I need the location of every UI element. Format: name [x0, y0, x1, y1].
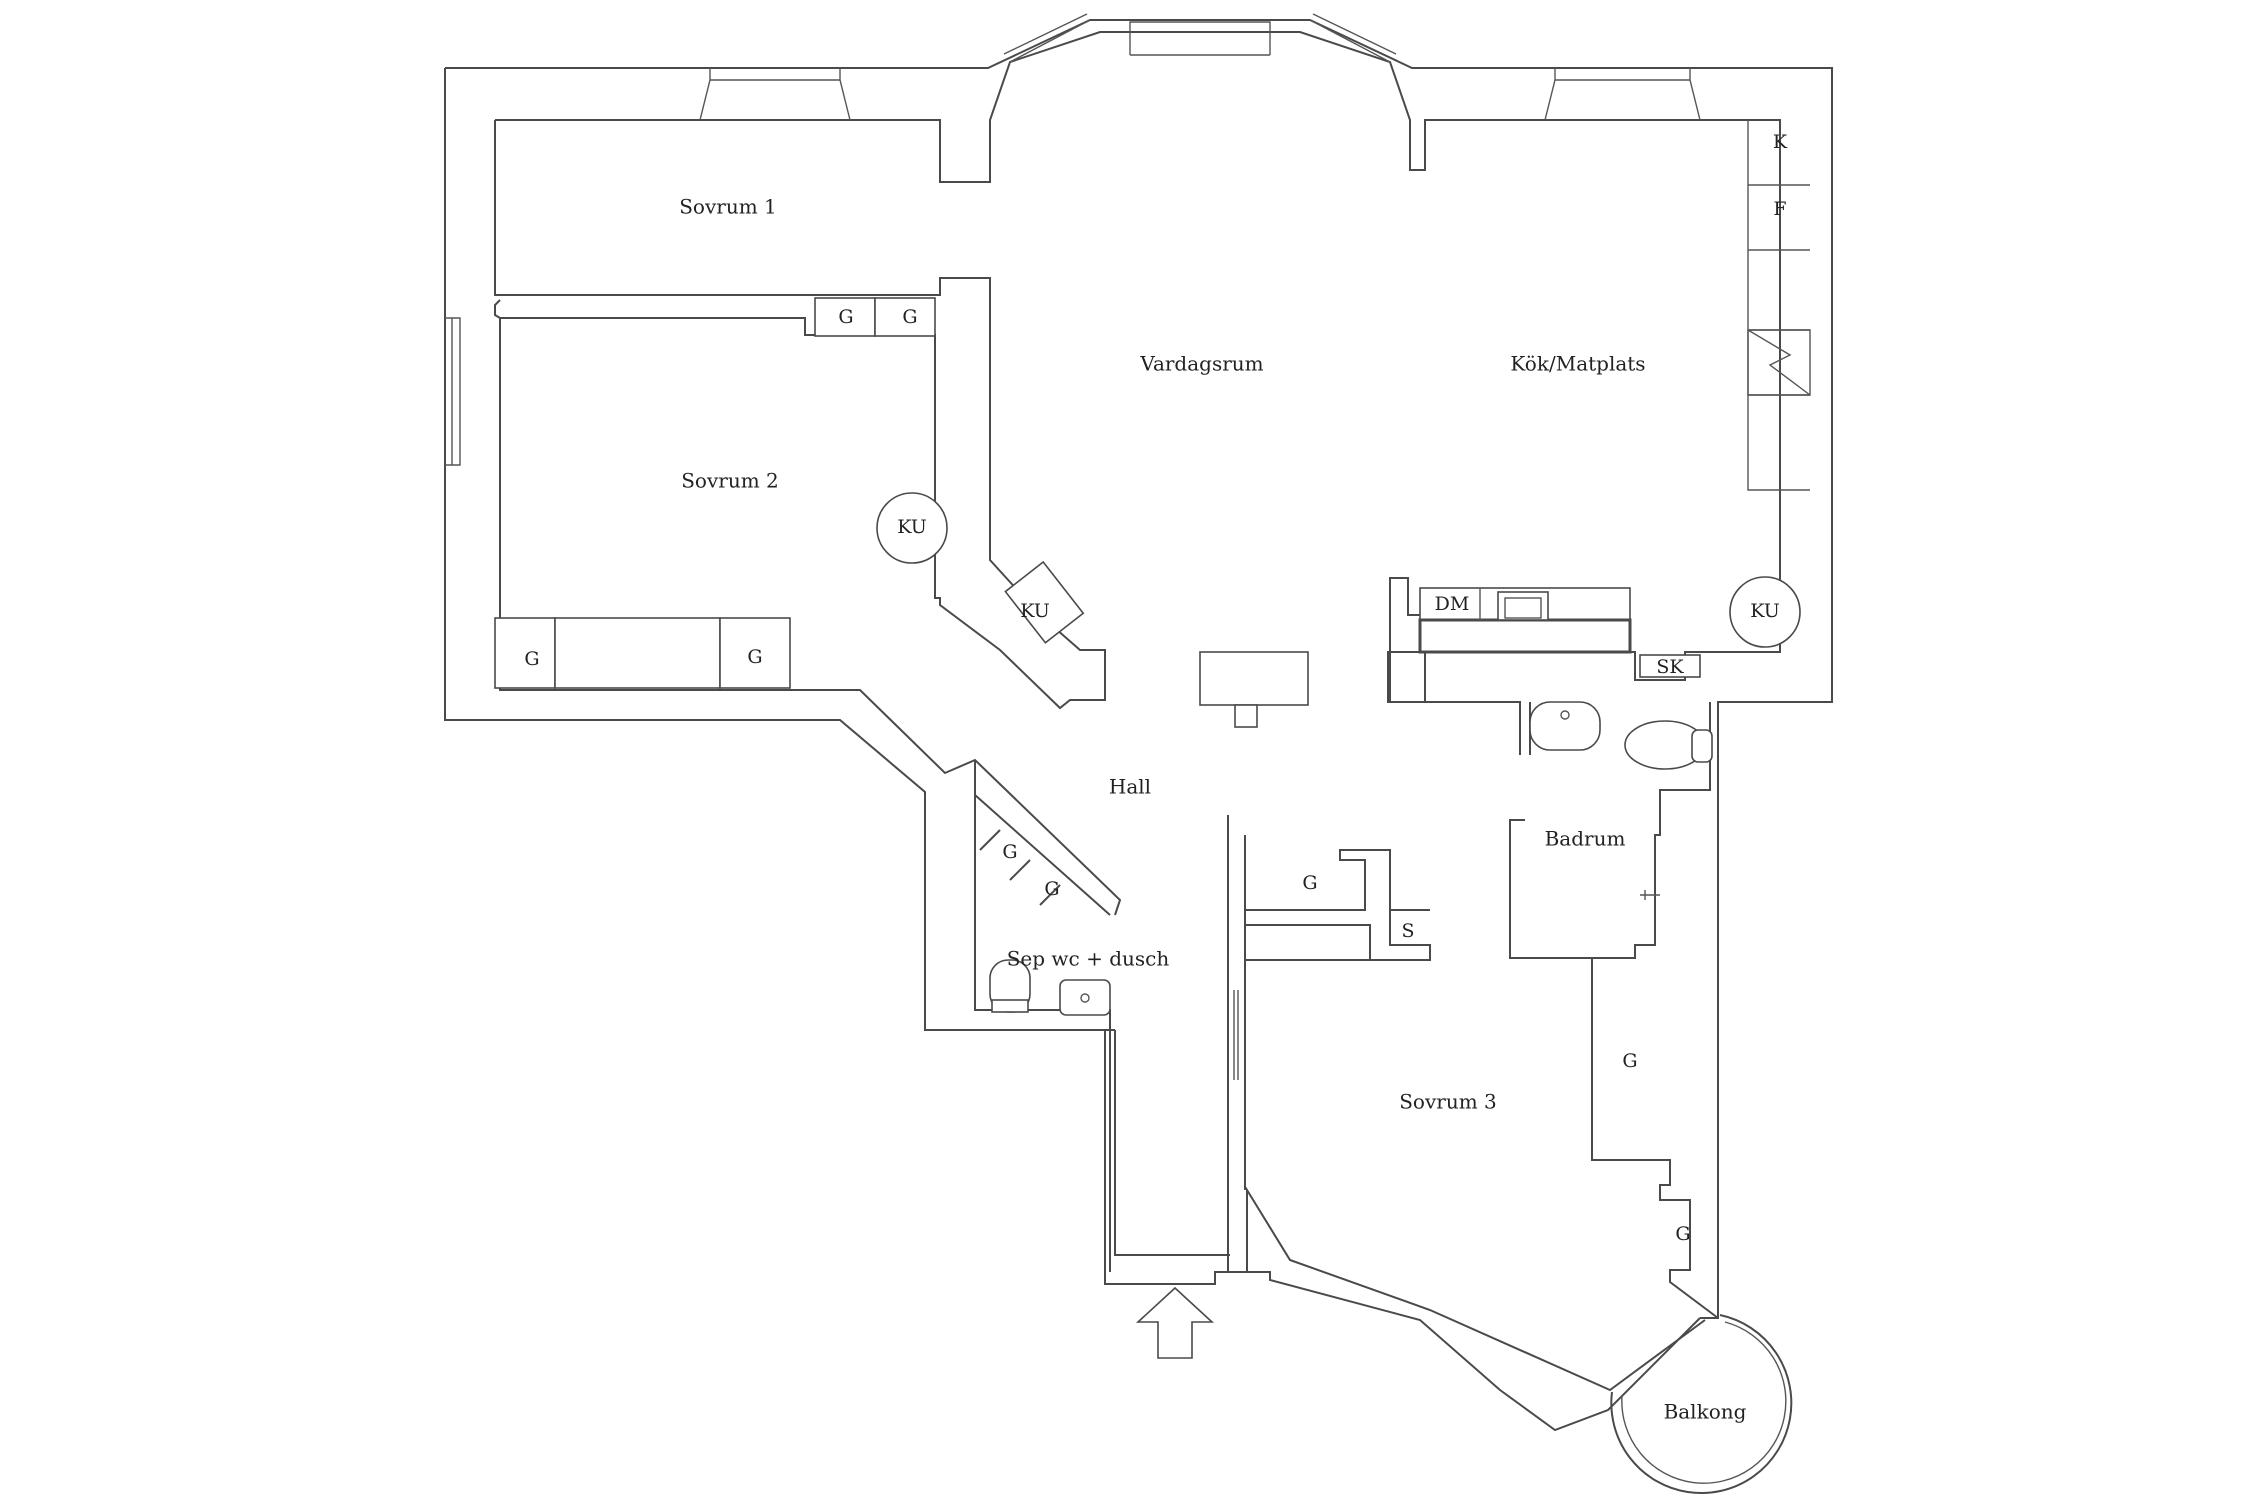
label-s: S: [1401, 920, 1414, 942]
sink-icon: [1497, 591, 1549, 621]
kitchen-fixtures: [1199, 120, 1811, 728]
hall-walls: [1105, 1029, 1230, 1256]
kitchen-island: [1199, 651, 1309, 706]
windows: [445, 13, 1701, 466]
label-g-bed2-b: G: [747, 646, 762, 668]
room-label-sepwc: Sep wc + dusch: [1007, 947, 1170, 971]
stove-icon: [1747, 329, 1811, 396]
entrance-arrow-icon: [1135, 1286, 1215, 1359]
interior-walls: [494, 120, 1719, 1392]
room-label-kok: Kök/Matplats: [1510, 352, 1645, 376]
label-g-bed1-a: G: [838, 306, 853, 328]
bathroom-fixtures: [1529, 701, 1713, 900]
sepwc-fixtures: [974, 794, 1111, 1016]
sink-bath: [1529, 701, 1601, 751]
label-g-bed1-b: G: [902, 306, 917, 328]
label-sk: SK: [1656, 656, 1684, 678]
room-label-hall: Hall: [1109, 775, 1151, 799]
room-label-vardagsrum: Vardagsrum: [1139, 352, 1263, 376]
room-label-balkong: Balkong: [1664, 1400, 1747, 1424]
sink-wc: [1059, 979, 1111, 1016]
label-ku-living: KU: [1020, 600, 1050, 622]
room-label-badrum: Badrum: [1545, 827, 1626, 851]
label-g-hall-a: G: [1002, 841, 1017, 863]
label-g-hall-b: G: [1044, 878, 1059, 900]
room-label-sovrum1: Sovrum 1: [679, 195, 777, 219]
label-g-bed3-a: G: [1622, 1050, 1637, 1072]
ku-circle-kitchen: [1729, 576, 1801, 648]
room-label-sovrum2: Sovrum 2: [681, 469, 779, 493]
kitchen-counter-front: [1418, 618, 1632, 654]
ku-circle-bedroom2: [876, 492, 948, 564]
label-ku-kitchen: KU: [1750, 600, 1780, 622]
balcony: [1610, 1314, 1793, 1494]
label-g-closet: G: [1302, 872, 1317, 894]
room-label-sovrum3: Sovrum 3: [1399, 1090, 1497, 1114]
sk-box: [1639, 654, 1701, 678]
label-g-bed2-a: G: [524, 648, 539, 670]
label-f: F: [1773, 198, 1786, 220]
label-ku-bed2: KU: [897, 516, 927, 538]
label-g-bed3-b: G: [1675, 1223, 1690, 1245]
outer-walls: [444, 19, 1833, 1432]
ku-stove-living: [1004, 560, 1085, 644]
label-k: K: [1773, 131, 1788, 153]
label-dm: DM: [1435, 593, 1470, 615]
bedroom2-storage: [494, 297, 1085, 689]
